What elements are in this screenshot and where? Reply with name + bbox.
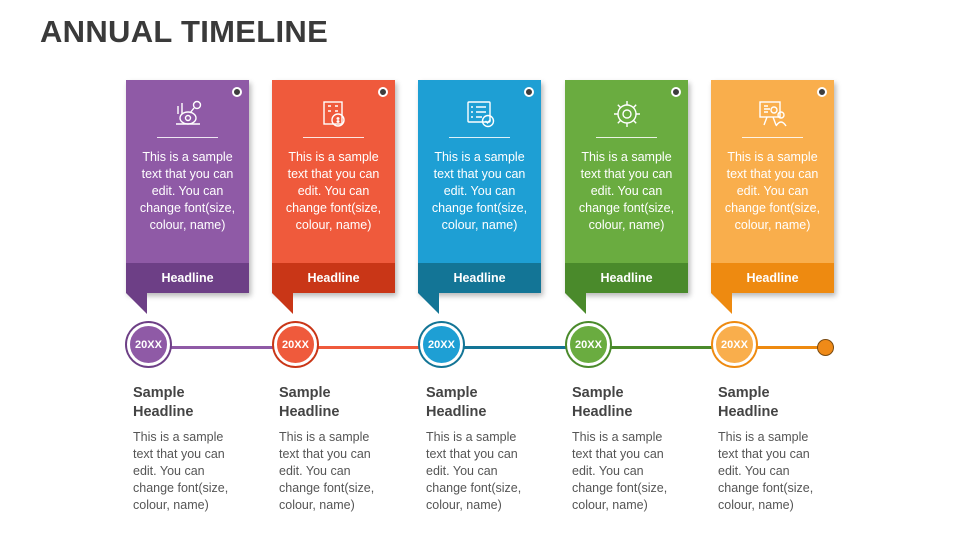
step-text: This is a sample text that you can edit.… <box>279 430 375 512</box>
step-headline: Sample Headline <box>426 385 487 420</box>
year-node-2: 20XX <box>274 323 317 366</box>
step-text: This is a sample text that you can edit.… <box>718 430 814 512</box>
card-headline: Headline <box>711 263 834 293</box>
year-node-5: 20XX <box>713 323 756 366</box>
timeline-card-1: This is a sample text that you can edit.… <box>126 80 249 314</box>
timeline-card-4: This is a sample text that you can edit.… <box>565 80 688 314</box>
step-info-3: Sample Headline This is a sample text th… <box>426 384 538 514</box>
card-divider <box>742 137 803 138</box>
pin-dot <box>232 87 242 97</box>
card-divider <box>303 137 364 138</box>
timeline-segment-3 <box>442 346 589 349</box>
card-pointer <box>126 293 147 314</box>
timeline-segment-5 <box>736 346 826 349</box>
gear-icon <box>565 96 688 132</box>
card-pointer <box>272 293 293 314</box>
pin-dot <box>524 87 534 97</box>
step-info-2: Sample Headline This is a sample text th… <box>279 384 391 514</box>
pin-dot <box>671 87 681 97</box>
card-text: This is a sample text that you can edit.… <box>578 150 675 232</box>
timeline-segment-2 <box>295 346 442 349</box>
card-divider <box>449 137 510 138</box>
timeline-card-3: This is a sample text that you can edit.… <box>418 80 541 314</box>
step-headline: Sample Headline <box>133 385 194 420</box>
card-divider <box>157 137 218 138</box>
card-pointer <box>711 293 732 314</box>
pin-dot <box>817 87 827 97</box>
card-text: This is a sample text that you can edit.… <box>724 150 821 232</box>
step-info-4: Sample Headline This is a sample text th… <box>572 384 684 514</box>
timeline-card-5: This is a sample text that you can edit.… <box>711 80 834 314</box>
piggy-bank-icon <box>126 96 249 132</box>
page-title: ANNUAL TIMELINE <box>40 14 329 49</box>
timeline-end-dot <box>817 339 834 356</box>
step-headline: Sample Headline <box>572 385 633 420</box>
step-info-1: Sample Headline This is a sample text th… <box>133 384 245 514</box>
card-headline: Headline <box>565 263 688 293</box>
step-text: This is a sample text that you can edit.… <box>426 430 522 512</box>
presentation-icon <box>711 96 834 132</box>
checklist-icon <box>418 96 541 132</box>
timeline-segment-1 <box>148 346 295 349</box>
pin-dot <box>378 87 388 97</box>
card-text: This is a sample text that you can edit.… <box>285 150 382 232</box>
step-info-5: Sample Headline This is a sample text th… <box>718 384 830 514</box>
card-divider <box>596 137 657 138</box>
timeline-card-2: This is a sample text that you can edit.… <box>272 80 395 314</box>
step-headline: Sample Headline <box>718 385 779 420</box>
timeline-segment-4 <box>589 346 736 349</box>
money-building-icon <box>272 96 395 132</box>
card-text: This is a sample text that you can edit.… <box>139 150 236 232</box>
card-text: This is a sample text that you can edit.… <box>431 150 528 232</box>
card-headline: Headline <box>272 263 395 293</box>
card-pointer <box>418 293 439 314</box>
step-headline: Sample Headline <box>279 385 340 420</box>
step-text: This is a sample text that you can edit.… <box>133 430 229 512</box>
year-node-3: 20XX <box>420 323 463 366</box>
card-headline: Headline <box>418 263 541 293</box>
step-text: This is a sample text that you can edit.… <box>572 430 668 512</box>
card-headline: Headline <box>126 263 249 293</box>
year-node-4: 20XX <box>567 323 610 366</box>
year-node-1: 20XX <box>127 323 170 366</box>
card-pointer <box>565 293 586 314</box>
